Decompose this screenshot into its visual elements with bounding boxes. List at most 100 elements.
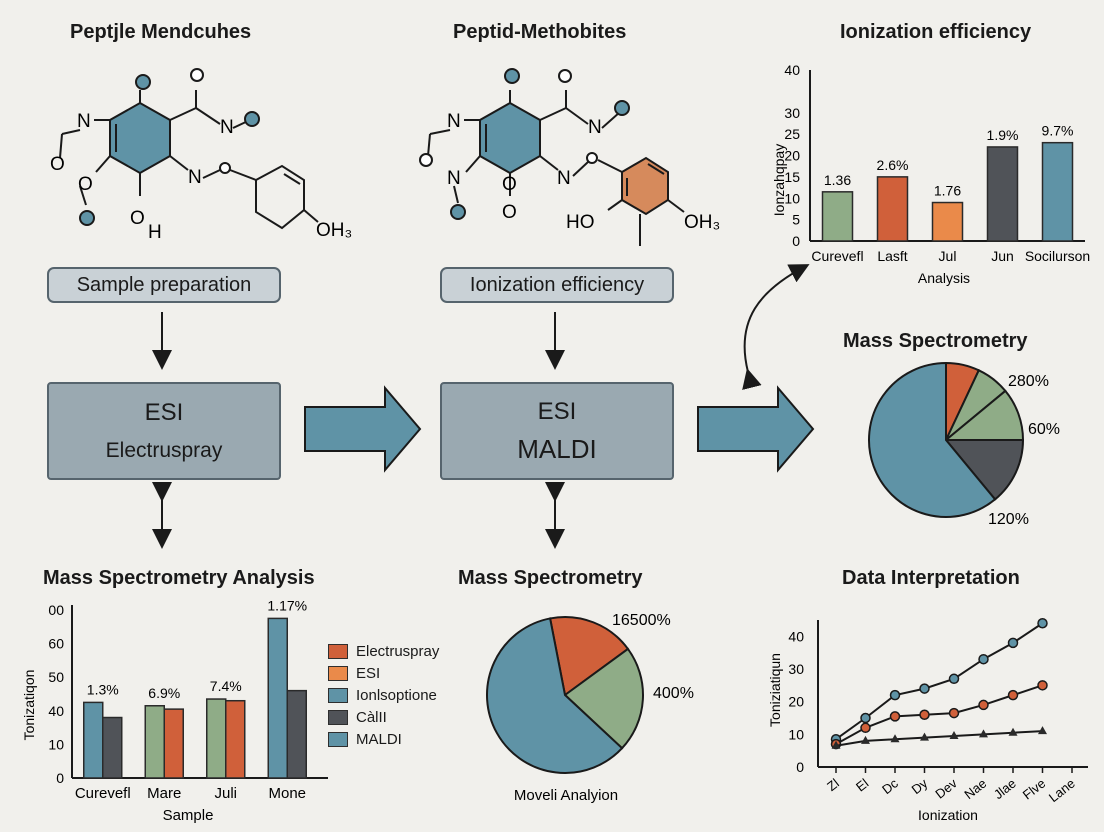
bar-top-ylabel: Ionzahqpay — [771, 144, 787, 216]
x-tick-label: Zl — [824, 775, 842, 794]
bar — [876, 176, 909, 242]
y-tick-label: 30 — [788, 661, 804, 677]
y-tick-label: 30 — [784, 105, 800, 121]
x-tick-label: Nae — [961, 776, 989, 803]
box2-line2: MALDI — [517, 433, 597, 464]
data-point — [831, 740, 841, 749]
legend-swatch — [328, 643, 348, 659]
y-tick-label: 0 — [792, 233, 800, 249]
legend-item: ESI — [328, 662, 439, 684]
legend-swatch — [328, 709, 348, 725]
pie-slice — [943, 439, 1025, 501]
x-tick-label: Socilurson — [1025, 248, 1090, 264]
pie-mid-label: 16500% — [612, 612, 671, 629]
bar — [931, 201, 964, 242]
pie-slice — [868, 361, 997, 518]
molecule1-title: Peptjle Mendcuhes — [70, 21, 252, 43]
x-tick-label: Juli — [214, 785, 237, 802]
bar — [225, 699, 246, 779]
data-point — [949, 730, 959, 739]
data-point — [1038, 726, 1047, 735]
y-tick-label: 40 — [784, 62, 800, 78]
legend-item: Ionlsoptione — [328, 684, 439, 706]
pie-right-label: 280% — [1008, 373, 1049, 390]
x-tick-label: Curevefl — [811, 248, 863, 264]
box1-line2: Electruspray — [105, 439, 223, 462]
data-point — [948, 673, 960, 685]
pie-right-label: 120% — [988, 511, 1029, 528]
legend-label: Electruspray — [356, 642, 440, 660]
legend-item: Electruspray — [328, 640, 439, 662]
bar-data-label: 9.7% — [1042, 123, 1074, 139]
data-point — [1037, 680, 1048, 691]
y-tick-label: 60 — [48, 636, 64, 652]
sample-preparation-pill: Sample preparation — [47, 267, 281, 303]
series-line — [835, 730, 1043, 747]
data-point — [919, 683, 930, 694]
y-tick-label: 0 — [796, 759, 804, 775]
legend-swatch — [328, 687, 348, 703]
mol1-atom: O — [78, 174, 93, 195]
bar-data-label: 6.9% — [148, 685, 180, 701]
molecule2-title: Peptid-Methobites — [453, 21, 627, 43]
data-point — [1007, 689, 1019, 701]
pie-slice — [548, 616, 630, 697]
esi-maldi-box: ESI MALDI — [440, 382, 674, 480]
mol1-atom: O — [50, 154, 65, 175]
data-point — [978, 653, 989, 665]
x-tick-label: Jlae — [991, 776, 1019, 803]
box1-line1: ESI — [144, 399, 184, 426]
legend-label: Ionlsoptione — [356, 686, 437, 704]
legend-swatch — [328, 665, 348, 681]
pie-slice — [486, 617, 624, 774]
mol2-atom: N — [447, 111, 461, 132]
data-point — [1037, 618, 1048, 629]
data-point — [920, 732, 929, 741]
x-tick-label: Lasft — [877, 248, 907, 264]
y-tick-label: 40 — [48, 703, 64, 719]
y-tick-label: 10 — [48, 736, 64, 752]
data-point — [919, 709, 930, 720]
box2-line1: ESI — [537, 397, 577, 425]
pie-mid-caption: Moveli Analyion — [514, 787, 618, 804]
bar — [83, 701, 104, 779]
mol1-atom: N — [188, 167, 202, 188]
bar-data-label: 1.9% — [987, 127, 1019, 143]
curved-double-arrow — [742, 264, 810, 390]
bar — [144, 705, 165, 779]
line-xlabel: Ionization — [918, 807, 978, 823]
data-point — [890, 734, 900, 743]
pie-chart-right: 280% 60% 120% — [868, 361, 1060, 528]
x-tick-label: Dy — [909, 775, 931, 797]
bar-data-label: 2.6% — [877, 157, 909, 173]
legend-label: MALDI — [356, 730, 402, 748]
x-tick-label: Mone — [268, 785, 306, 802]
bar-chart-bottom: 010405060001.3%Curevefl6.9%Mare7.4%Juli1… — [21, 597, 328, 824]
line-chart-title: Data Interpretation — [842, 567, 1020, 589]
line-ylabel: Toniziatiqun — [767, 653, 783, 727]
pie-chart-mid: 16500% 400% Moveli Analyion — [486, 612, 694, 804]
legend-item: CàlII — [328, 706, 439, 728]
right-block-arrow-1 — [304, 385, 422, 473]
bar — [1041, 141, 1074, 242]
pie-mid-label: 400% — [653, 685, 694, 702]
x-tick-label: Dev — [932, 775, 960, 801]
bar-chart-bottom-title: Mass Spectrometry Analysis — [43, 567, 315, 589]
esi-electrospray-box: ESI Electruspray — [47, 382, 281, 480]
legend-item: MALDI — [328, 728, 439, 750]
bar-data-label: 1.3% — [87, 681, 119, 697]
x-tick-label: Jul — [939, 248, 957, 264]
y-tick-label: 0 — [56, 770, 64, 786]
series-line — [835, 622, 1044, 741]
y-tick-label: 5 — [792, 212, 800, 228]
legend-swatch — [328, 731, 348, 747]
x-tick-label: Lane — [1046, 776, 1078, 806]
y-tick-label: 10 — [784, 190, 800, 206]
mol2-atom: O — [502, 174, 517, 195]
bar — [163, 708, 184, 779]
y-tick-label: 10 — [788, 726, 804, 742]
x-tick-label: Dc — [879, 775, 901, 797]
data-point — [1007, 637, 1019, 649]
